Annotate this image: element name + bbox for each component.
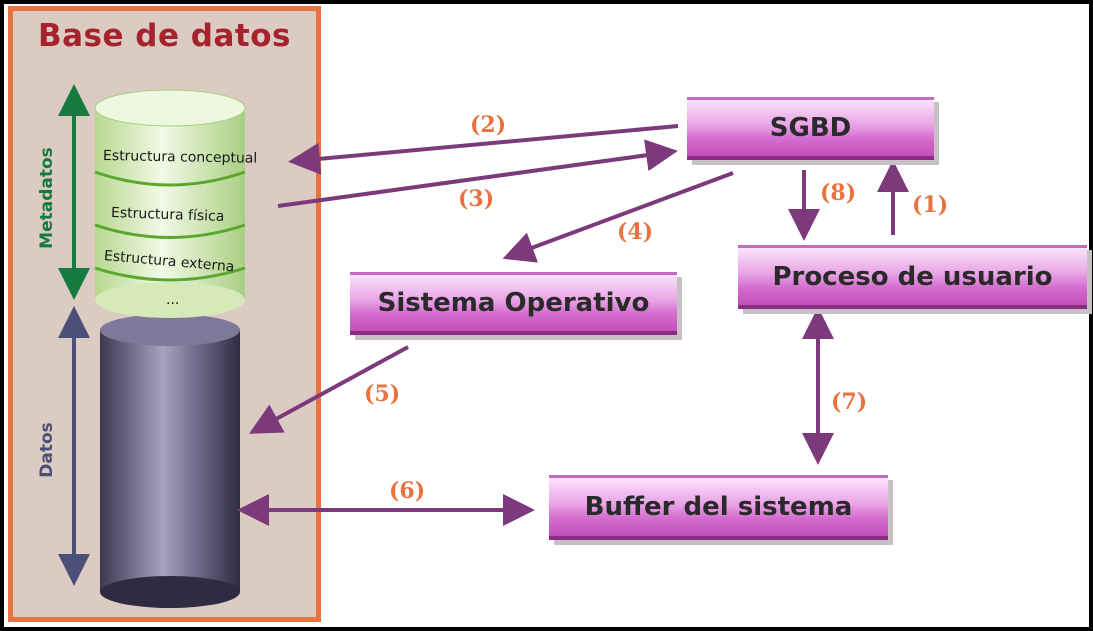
metadata-item-more: ... <box>166 292 180 308</box>
arrow-label-2: (2) <box>470 112 507 138</box>
metadata-cylinder <box>94 89 246 318</box>
metadata-label: Metadatos <box>37 147 57 249</box>
arrow-2 <box>288 124 679 175</box>
metadata-band-3 <box>94 266 246 282</box>
operating-system-box: Sistema Operativo <box>350 272 677 335</box>
system-buffer-box: Buffer del sistema <box>549 475 888 540</box>
arrow-5 <box>248 345 409 434</box>
metadata-band-1 <box>94 170 246 187</box>
arrow-4 <box>502 171 734 263</box>
arrow-3 <box>277 139 678 208</box>
sgbd-box: SGBD <box>687 97 934 160</box>
arrow-label-5: (5) <box>364 381 401 407</box>
arrow-label-6: (6) <box>389 478 426 504</box>
metadata-band-2 <box>94 223 246 239</box>
arrow-label-1: (1) <box>912 192 949 218</box>
arrow-label-7: (7) <box>831 389 868 415</box>
data-cylinder <box>100 314 240 608</box>
arrow-label-4: (4) <box>617 219 654 245</box>
data-label: Datos <box>37 422 57 478</box>
arrow-label-8: (8) <box>820 180 857 206</box>
database-title: Base de datos <box>37 18 291 54</box>
metadata-item-conceptual: Estructura conceptual <box>102 148 258 167</box>
user-process-box: Proceso de usuario <box>738 245 1087 309</box>
arrow-label-3: (3) <box>458 186 495 212</box>
